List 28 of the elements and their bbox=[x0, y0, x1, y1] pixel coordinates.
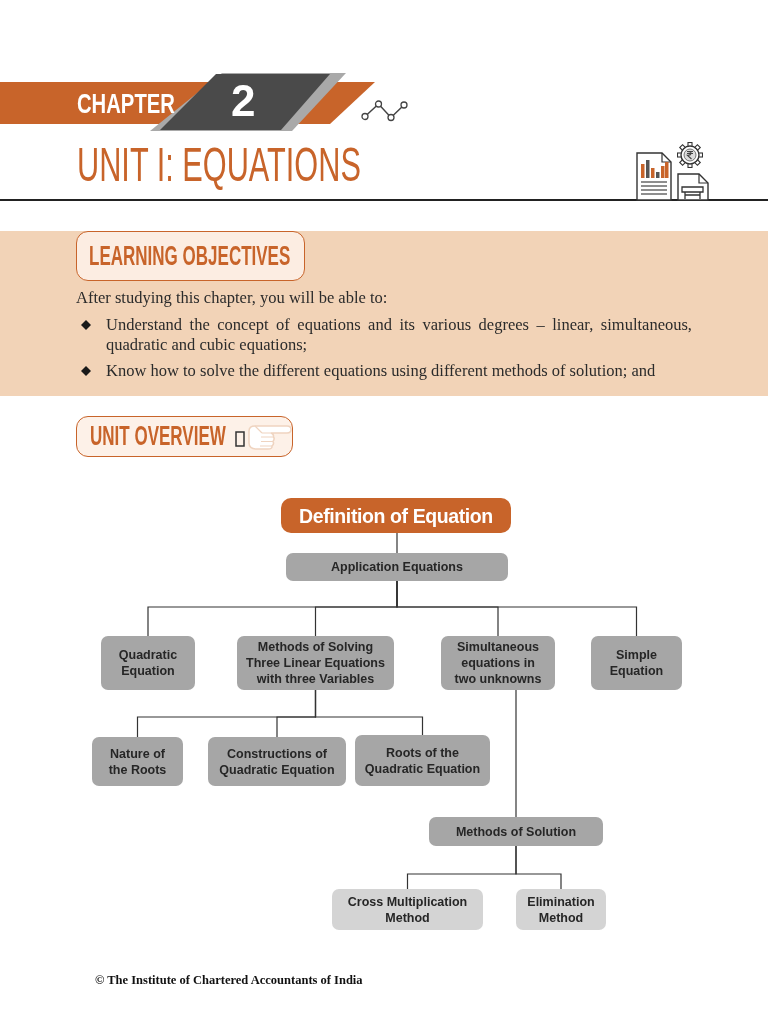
topic-box: Quadratic Equation bbox=[101, 636, 195, 690]
heading-tab: LEARNING OBJECTIVES bbox=[76, 231, 305, 281]
topic-box: Nature of the Roots bbox=[92, 737, 183, 786]
objectives-panel bbox=[0, 231, 768, 396]
page-title: UNIT I: EQUATIONS bbox=[77, 141, 361, 189]
intro-text: After studying this chapter, you will be able to: bbox=[76, 288, 389, 308]
connector-line bbox=[396, 580, 638, 637]
topic-box: Simple Equation bbox=[591, 636, 682, 690]
objective-text: Understand the concept of equations and its various degrees – linear, simultaneous, quadratic and cubic equations; bbox=[106, 315, 692, 355]
connector-line bbox=[515, 689, 517, 818]
copyright-text: © The Institute of Chartered Accountants of India bbox=[95, 972, 363, 988]
heading-tab bbox=[76, 416, 293, 457]
chapter-label: CHAPTER bbox=[77, 91, 175, 118]
topic-box: Methods of Solution bbox=[429, 817, 603, 846]
topic-box: Methods of Solving Three Linear Equations with three Variables bbox=[237, 636, 394, 690]
connector-line bbox=[396, 532, 398, 554]
topic-box: Elimination Method bbox=[516, 889, 606, 930]
connector-line bbox=[314, 689, 424, 736]
objective-text: Know how to solve the different equations using different methods of solution; and bbox=[106, 361, 657, 381]
topic-box: Constructions of Quadratic Equation bbox=[208, 737, 346, 786]
topic-box: Simultaneous equations in two unknowns bbox=[441, 636, 555, 690]
chapter-number: 2 bbox=[231, 79, 256, 123]
root-topic-box: Definition of Equation bbox=[281, 498, 511, 533]
topic-box: Application Equations bbox=[286, 553, 508, 581]
section-heading: UNIT OVERVIEW bbox=[90, 422, 226, 450]
topic-box: Cross Multiplication Method bbox=[332, 889, 483, 930]
connector-line bbox=[515, 845, 562, 890]
topic-box: Roots of the Quadratic Equation bbox=[355, 735, 490, 786]
